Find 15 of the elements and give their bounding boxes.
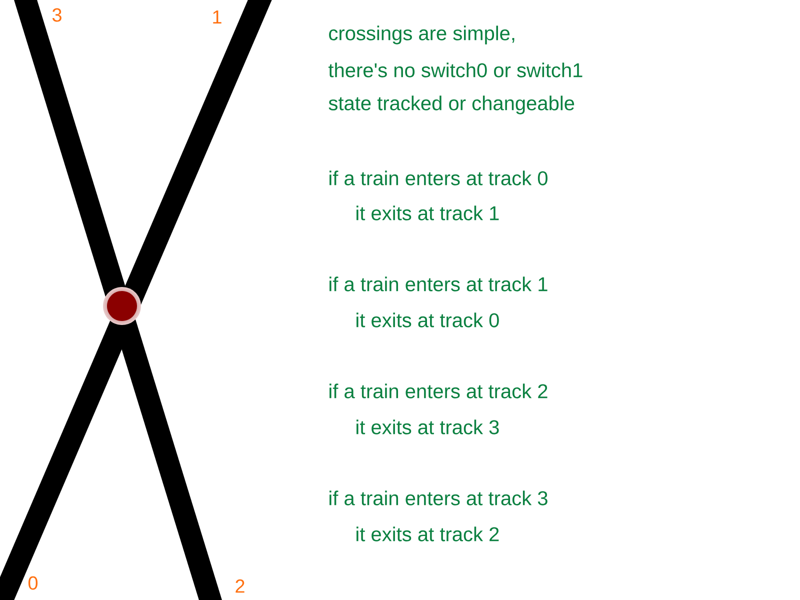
note-text: it exits at track 1 xyxy=(356,206,499,220)
note-text: if a train enters at track 0 xyxy=(330,170,548,186)
note-text: if a train enters at track 1 xyxy=(330,276,548,292)
note-text: it exits at track 0 xyxy=(356,312,499,328)
note-text: if a train enters at track 3 xyxy=(330,490,548,506)
track-number: 3 xyxy=(52,8,62,22)
track-number: 2 xyxy=(236,579,244,593)
track-number: 1 xyxy=(213,10,222,24)
note-text: if a train enters at track 2 xyxy=(330,384,548,398)
note-text: there's no switch0 or switch1 xyxy=(328,62,582,78)
note-text: it exits at track 3 xyxy=(356,420,499,434)
note-text: crossings are simple, xyxy=(329,26,514,44)
track-number: 0 xyxy=(28,576,38,590)
note-text: state tracked or changeable xyxy=(328,96,574,114)
note-text: it exits at track 2 xyxy=(356,526,499,542)
